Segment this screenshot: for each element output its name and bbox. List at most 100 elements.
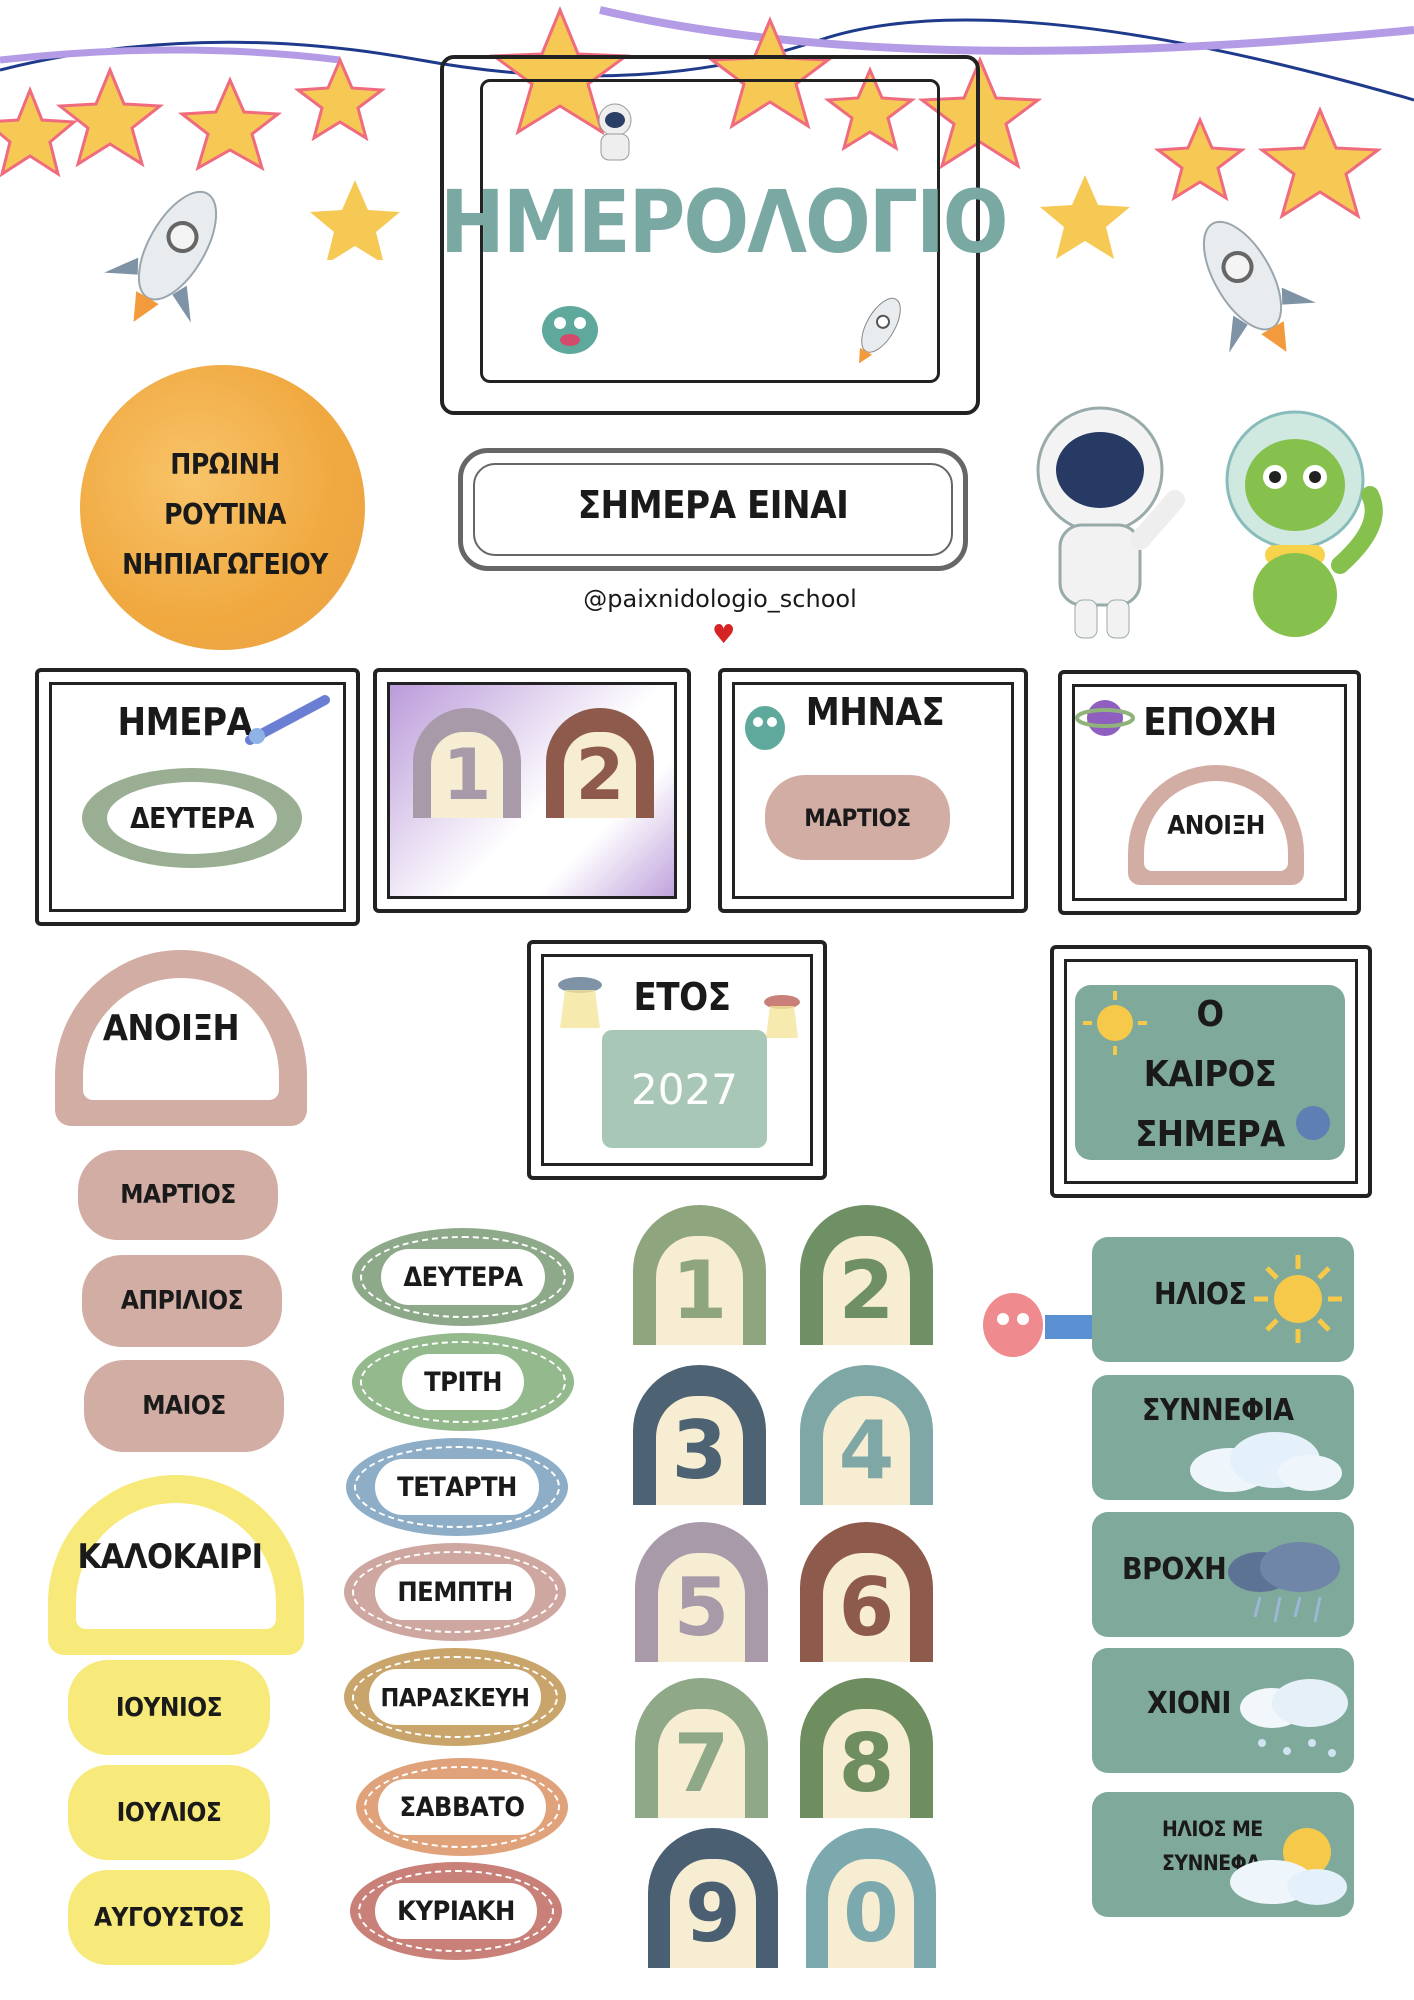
day-label: ΣΑΒΒΑΤΟ <box>377 1779 547 1835</box>
weather-card-line: Ο <box>1196 994 1224 1035</box>
digit-tile: 3 <box>633 1365 766 1505</box>
today-frame <box>458 448 968 571</box>
weather-label: ΣΥΝΝΕΦΙΑ <box>1142 1393 1294 1428</box>
green-alien-icon <box>1225 410 1383 637</box>
digit-tile: 9 <box>648 1828 778 1968</box>
digit-tile: 6 <box>800 1522 933 1662</box>
routine-line: ΠΡΩΙΝΗ <box>170 448 280 481</box>
rocket-icon <box>104 190 218 323</box>
month-pill: ΜΑΙΟΣ <box>84 1360 284 1452</box>
date-digit: 1 <box>431 732 503 818</box>
weather-option: ΗΛΙΟΣ ΜΕ ΣΥΝΝΕΦΑ <box>1092 1792 1354 1917</box>
day-pill: ΚΥΡΙΑΚΗ <box>350 1862 562 1960</box>
month-pill: ΑΥΓΟΥΣΤΟΣ <box>68 1870 270 1965</box>
digit-label: 1 <box>655 1235 744 1345</box>
rocket-icon <box>859 297 901 364</box>
rain-cloud-icon <box>1228 1542 1340 1623</box>
digit-tile: 7 <box>635 1678 768 1818</box>
digit-label: 0 <box>828 1858 914 1968</box>
rocket-icon <box>1202 220 1316 353</box>
weather-option: ΧΙΟΝΙ <box>1092 1648 1354 1773</box>
cloud-icon <box>1190 1432 1342 1492</box>
day-pill: ΤΡΙΤΗ <box>352 1333 574 1431</box>
season-arch-summer: ΚΑΛΟΚΑΙΡΙ <box>48 1475 304 1655</box>
day-label: ΔΕΥΤΕΡΑ <box>381 1249 545 1305</box>
digit-label: 6 <box>822 1552 911 1662</box>
sun-cloud-icon <box>1230 1828 1347 1905</box>
digit-tile: 1 <box>633 1205 766 1345</box>
weather-label: ΗΛΙΟΣ <box>1154 1277 1247 1312</box>
season-card-title: ΕΠΟΧΗ <box>1143 700 1277 744</box>
digit-label: 5 <box>657 1552 746 1662</box>
year-card-value: 2027 <box>602 1030 767 1148</box>
day-card-pill: ΔΕΥΤΕΡΑ <box>82 768 302 868</box>
digit-tile: 5 <box>635 1522 768 1662</box>
season-label: ΑΝΟΙΞΗ <box>102 1008 240 1049</box>
digit-tile: 8 <box>800 1678 933 1818</box>
sun-icon <box>1083 991 1147 1055</box>
ufo-icon <box>558 977 602 1028</box>
digit-tile: 0 <box>806 1828 936 1968</box>
day-label: ΤΡΙΤΗ <box>402 1354 524 1410</box>
month-pill: ΜΑΡΤΙΟΣ <box>78 1150 278 1240</box>
weather-option: ΒΡΟΧΗ <box>1092 1512 1354 1637</box>
social-handle: @paixnidologio_school <box>583 585 857 613</box>
digit-label: 3 <box>655 1395 744 1505</box>
digit-label: 9 <box>670 1858 756 1968</box>
month-card-title: ΜΗΝΑΣ <box>805 690 945 734</box>
alien-icon <box>745 706 785 750</box>
weather-label: ΧΙΟΝΙ <box>1147 1686 1231 1721</box>
weather-card-line: ΣΗΜΕΡΑ <box>1135 1114 1285 1155</box>
year-card-title: ΕΤΟΣ <box>633 975 731 1019</box>
month-pill: ΙΟΥΝΙΟΣ <box>68 1660 270 1755</box>
routine-line: ΝΗΠΙΑΓΩΓΕΙΟΥ <box>122 548 328 581</box>
sun-icon <box>1254 1255 1342 1343</box>
weather-option: ΣΥΝΝΕΦΙΑ <box>1092 1375 1354 1500</box>
digit-tile: 4 <box>800 1365 933 1505</box>
date-digit: 2 <box>564 732 636 818</box>
digit-label: 8 <box>822 1708 911 1818</box>
day-card-value: ΔΕΥΤΕΡΑ <box>107 782 277 854</box>
star-garland <box>0 6 1414 260</box>
digit-tile: 2 <box>800 1205 933 1345</box>
page-title: ΗΜΕΡΟΛΟΓΙΟ <box>440 173 1009 273</box>
day-pill: ΠΕΜΠΤΗ <box>344 1543 566 1641</box>
planet-icon <box>1075 700 1135 736</box>
day-pill: ΠΑΡΑΣΚΕΥΗ <box>344 1648 566 1746</box>
month-card-value: ΜΑΡΤΙΟΣ <box>765 775 950 860</box>
month-pill: ΙΟΥΛΙΟΣ <box>68 1765 270 1860</box>
month-pill: ΑΠΡΙΛΙΟΣ <box>82 1255 282 1347</box>
digit-label: 4 <box>822 1395 911 1505</box>
weather-label: ΒΡΟΧΗ <box>1122 1552 1227 1587</box>
today-label: ΣΗΜΕΡΑ ΕΙΝΑΙ <box>577 483 849 527</box>
heart-icon: ♥ <box>712 620 736 650</box>
comet-icon <box>245 695 330 745</box>
planet-icon <box>1296 1106 1330 1140</box>
day-pill: ΔΕΥΤΕΡΑ <box>352 1228 574 1326</box>
digit-label: 7 <box>657 1708 746 1818</box>
season-arch-spring: ΑΝΟΙΞΗ <box>55 950 307 1126</box>
day-label: ΠΕΜΠΤΗ <box>375 1564 535 1620</box>
ufo-icon <box>764 995 800 1038</box>
weather-card-label: Ο ΚΑΙΡΟΣ ΣΗΜΕΡΑ <box>1130 985 1290 1165</box>
day-card-title: ΗΜΕΡΑ <box>117 700 253 744</box>
astronaut-icon <box>598 103 632 161</box>
season-card-value: ΑΝΟΙΞΗ <box>1144 781 1288 871</box>
routine-line: ΡΟΥΤΙΝΑ <box>164 498 286 531</box>
routine-label: ΠΡΩΙΝΗ ΡΟΥΤΙΝΑ ΝΗΠΙΑΓΩΓΕΙΟΥ <box>95 440 355 590</box>
snow-cloud-icon <box>1240 1679 1348 1757</box>
season-label: ΚΑΛΟΚΑΙΡΙ <box>77 1537 263 1577</box>
alien-monster-icon <box>542 306 598 354</box>
title-frame <box>440 55 980 415</box>
day-label: ΠΑΡΑΣΚΕΥΗ <box>368 1669 542 1725</box>
date-digit-tile: 1 <box>413 708 521 818</box>
weather-label: ΗΛΙΟΣ ΜΕ ΣΥΝΝΕΦΑ <box>1162 1817 1263 1875</box>
date-digit-tile: 2 <box>546 708 654 818</box>
weather-card-line: ΚΑΙΡΟΣ <box>1143 1054 1277 1095</box>
astronaut-icon <box>1036 406 1185 639</box>
day-label: ΚΥΡΙΑΚΗ <box>375 1883 537 1939</box>
day-pill: ΤΕΤΑΡΤΗ <box>346 1438 568 1536</box>
digit-label: 2 <box>822 1235 911 1345</box>
day-label: ΤΕΤΑΡΤΗ <box>375 1459 539 1515</box>
day-pill: ΣΑΒΒΑΤΟ <box>356 1758 568 1856</box>
